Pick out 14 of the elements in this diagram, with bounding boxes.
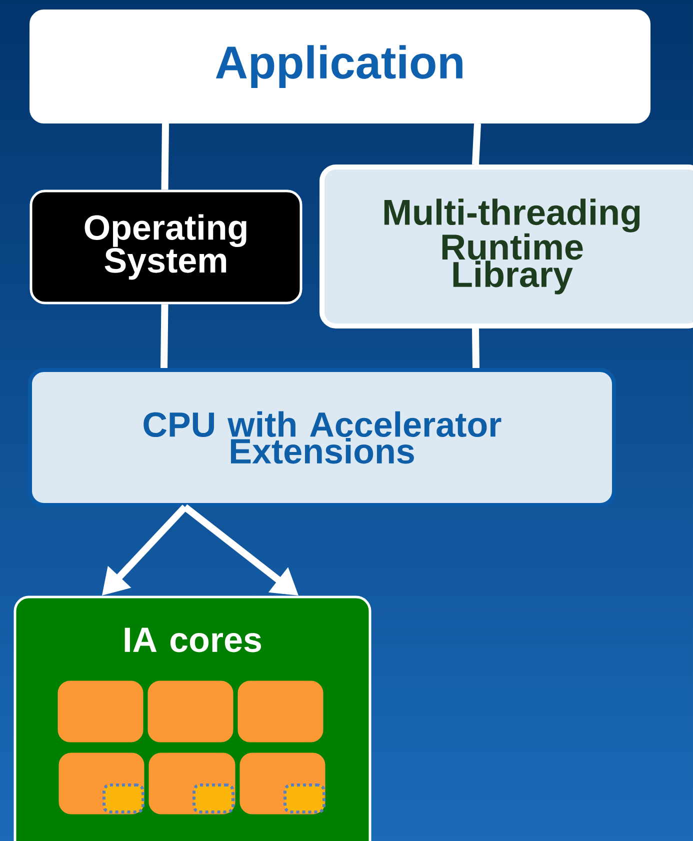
accelerator-box	[102, 784, 144, 814]
connector-line	[161, 123, 169, 190]
connector-line	[472, 123, 481, 165]
accelerator-box	[192, 784, 234, 814]
accelerator-box	[284, 784, 326, 814]
core-box	[58, 680, 144, 742]
core-box	[238, 680, 324, 742]
layer-box: Operating System	[30, 190, 302, 304]
layer-box: CPU with Accelerator Extensions	[28, 368, 616, 507]
connector-line	[472, 328, 480, 368]
core-box	[148, 680, 234, 742]
connector-line	[160, 304, 168, 368]
layer-box: Multi-threading Runtime Library	[320, 164, 693, 328]
layer-box: Application	[30, 10, 650, 124]
